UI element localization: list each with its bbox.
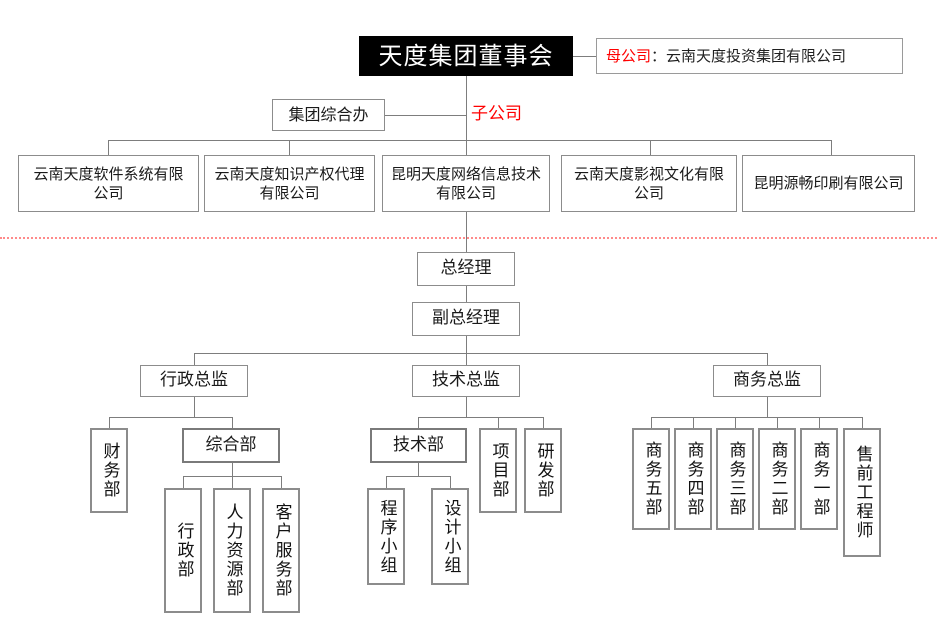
parent-company-value: 云南天度投资集团有限公司	[666, 46, 847, 65]
deputy-general-manager-box[interactable]: 副总经理	[412, 302, 520, 336]
connector-subsidiaries-bus	[108, 140, 831, 141]
connector-drop-subsidiary-5	[831, 140, 832, 155]
customer-service-dept-label: 客户服务部	[271, 503, 292, 598]
presales-engineer-label: 售前工程师	[852, 445, 873, 540]
business-dept-label-1: 商务一部	[809, 441, 830, 517]
director-box-business[interactable]: 商务总监	[713, 365, 821, 397]
business-dept-box-3[interactable]: 商务三部	[716, 428, 754, 530]
hr-dept-box[interactable]: 人力资源部	[213, 488, 251, 613]
rd-dept-box[interactable]: 研发部	[524, 428, 562, 513]
connector-tech-bus	[418, 417, 543, 418]
connector-drop-design-group	[450, 476, 451, 488]
business-dept-label-2: 商务二部	[767, 441, 788, 517]
subsidiary-box-1[interactable]: 云南天度软件系统有限公司	[18, 155, 199, 212]
parent-company-note: 母公司：云南天度投资集团有限公司	[596, 38, 903, 74]
section-divider	[0, 237, 937, 239]
connector-drop-subsidiary-3	[466, 140, 467, 155]
admin-dept-label: 行政部	[173, 522, 194, 579]
connector-drop-director-3	[767, 353, 768, 365]
project-dept-box[interactable]: 项目部	[479, 428, 517, 513]
general-dept-box[interactable]: 综合部	[182, 428, 280, 463]
business-dept-label-4: 商务四部	[683, 441, 704, 517]
connector-general-dept-down	[232, 463, 233, 476]
connector-drop-business-3	[735, 417, 736, 428]
tech-dept-box[interactable]: 技术部	[370, 428, 467, 463]
connector-board-down	[466, 76, 467, 99]
connector-business-bus	[651, 417, 862, 418]
business-dept-box-1[interactable]: 商务一部	[800, 428, 838, 530]
program-group-box[interactable]: 程序小组	[367, 488, 405, 585]
connector-drop-business-1	[819, 417, 820, 428]
director-box-tech[interactable]: 技术总监	[412, 365, 520, 397]
design-group-label: 设计小组	[440, 498, 461, 575]
business-dept-box-2[interactable]: 商务二部	[758, 428, 796, 530]
connector-drop-tech-dept	[418, 417, 419, 428]
finance-dept-box[interactable]: 财务部	[90, 428, 128, 513]
connector-drop-subsidiary-2	[289, 140, 290, 155]
subsidiary-box-4[interactable]: 云南天度影视文化有限公司	[561, 155, 737, 212]
connector-tech-director-down	[466, 397, 467, 417]
connector-admin-bus	[109, 417, 232, 418]
connector-directors-bus	[194, 353, 767, 354]
director-box-admin[interactable]: 行政总监	[140, 365, 248, 397]
business-dept-label-3: 商务三部	[725, 441, 746, 517]
connector-drop-subsidiary-4	[650, 140, 651, 155]
subsidiary-box-3[interactable]: 昆明天度网络信息技术有限公司	[382, 155, 550, 212]
connector-drop-finance	[109, 417, 110, 428]
connector-gm-to-deputy	[466, 286, 467, 302]
project-dept-label: 项目部	[488, 442, 509, 499]
connector-drop-project-dept	[498, 417, 499, 428]
business-dept-box-5[interactable]: 商务五部	[632, 428, 670, 530]
connector-group-office-to-trunk	[385, 115, 466, 116]
connector-drop-director-1	[194, 353, 195, 365]
connector-business-director-down	[767, 397, 768, 417]
connector-board-to-parent-note	[573, 56, 596, 57]
rd-dept-label: 研发部	[533, 442, 554, 499]
group-office-box[interactable]: 集团综合办	[272, 99, 385, 131]
connector-drop-business-4	[693, 417, 694, 428]
connector-drop-subsidiary-1	[108, 140, 109, 155]
design-group-box[interactable]: 设计小组	[431, 488, 469, 585]
board-of-directors-box[interactable]: 天度集团董事会	[359, 36, 573, 76]
connector-admin-director-down	[194, 397, 195, 417]
connector-drop-presales	[862, 417, 863, 428]
subsidiary-box-2[interactable]: 云南天度知识产权代理有限公司	[204, 155, 375, 212]
connector-drop-business-5	[651, 417, 652, 428]
connector-drop-rd-dept	[543, 417, 544, 428]
parent-company-separator: ：	[651, 46, 667, 65]
finance-dept-label: 财务部	[99, 442, 120, 499]
connector-subsidiary3-to-gm	[466, 212, 467, 252]
program-group-label: 程序小组	[376, 498, 397, 575]
connector-drop-business-2	[777, 417, 778, 428]
connector-tech-dept-down	[418, 463, 419, 476]
connector-drop-admin-dept	[183, 476, 184, 488]
connector-drop-director-2	[466, 353, 467, 365]
connector-deputy-down	[466, 336, 467, 353]
hr-dept-label: 人力资源部	[222, 503, 243, 598]
presales-engineer-box[interactable]: 售前工程师	[843, 428, 881, 557]
business-dept-box-4[interactable]: 商务四部	[674, 428, 712, 530]
connector-drop-hr-dept	[232, 476, 233, 488]
parent-company-label: 母公司	[606, 46, 652, 65]
connector-drop-customer-service	[281, 476, 282, 488]
business-dept-label-5: 商务五部	[641, 441, 662, 517]
connector-tech-dept-bus	[386, 476, 450, 477]
connector-trunk-to-subsidiaries	[466, 99, 467, 140]
connector-drop-general-dept	[232, 417, 233, 428]
admin-dept-box[interactable]: 行政部	[164, 488, 202, 613]
general-manager-box[interactable]: 总经理	[417, 252, 515, 286]
subsidiary-box-5[interactable]: 昆明源畅印刷有限公司	[742, 155, 915, 212]
connector-drop-program-group	[386, 476, 387, 488]
customer-service-dept-box[interactable]: 客户服务部	[262, 488, 300, 613]
subsidiary-label: 子公司	[471, 104, 522, 125]
